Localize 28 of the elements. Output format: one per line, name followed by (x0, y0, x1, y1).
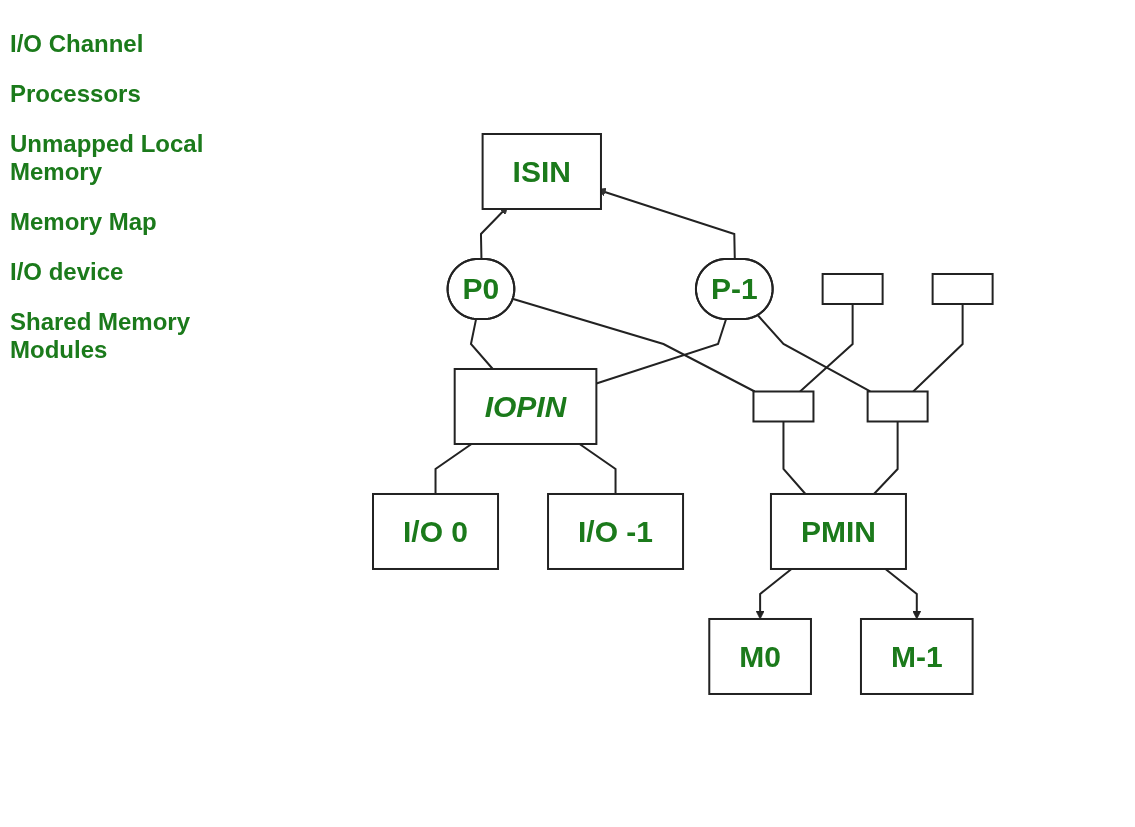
node-box: PMIN (769, 492, 907, 570)
node-box (866, 390, 929, 422)
connector (578, 442, 617, 495)
arrow (884, 567, 921, 619)
connector (798, 302, 854, 392)
connector (911, 302, 964, 392)
note-label: I/O device (10, 258, 125, 286)
connector (511, 297, 756, 392)
note-label: Processors (10, 80, 142, 108)
connector (872, 420, 899, 495)
node-box: M-1 (859, 617, 974, 695)
arrow (755, 567, 793, 619)
node-box: M0 (707, 617, 812, 695)
connector (756, 314, 871, 392)
node-box (752, 390, 815, 422)
connector (469, 317, 494, 370)
node-box (931, 272, 994, 305)
node-box: IOPIN (453, 367, 598, 445)
connector (782, 420, 807, 495)
node-box: ISIN (481, 132, 602, 210)
note-label: Memory Map (10, 208, 158, 236)
note-label: Unmapped Local Memory (10, 130, 205, 186)
node-box: I/O 0 (371, 492, 499, 570)
note-label: I/O Channel (10, 30, 145, 58)
node-box: I/O -1 (546, 492, 684, 570)
node-box (821, 272, 884, 305)
note-label: Shared Memory Modules (10, 308, 192, 364)
connector (434, 442, 473, 495)
